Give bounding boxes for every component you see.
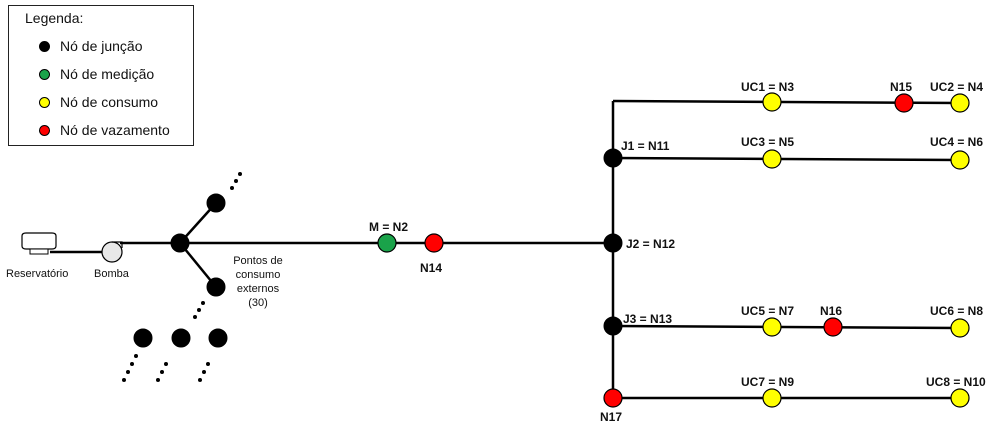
legend-item-consumption: Nó de consumo [39, 92, 158, 112]
external-points-line-3: externos [237, 283, 280, 295]
junction-node-j3 [603, 316, 623, 336]
external-points-line-4: (30) [248, 297, 268, 309]
consumption-node-n7 [762, 317, 782, 337]
consumption-node-n8 [950, 318, 970, 338]
legend: Legenda: Nó de junção Nó de medição Nó d… [8, 5, 194, 146]
external-points-line-1: Pontos de [233, 255, 283, 267]
measurement-node-n2 [377, 233, 397, 253]
label-uc1: UC1 = N3 [741, 80, 794, 94]
external-points-line-2: consumo [236, 269, 281, 281]
label-uc8: UC8 = N10 [926, 375, 986, 389]
legend-title: Legenda: [25, 10, 84, 26]
label-n17: N17 [600, 410, 622, 424]
junction-node-j1 [603, 148, 623, 168]
legend-label-leak: Nó de vazamento [60, 122, 170, 138]
consumption-node-n10 [950, 388, 970, 408]
junction-node-upper [206, 193, 226, 213]
legend-item-leak: Nó de vazamento [39, 120, 170, 140]
measurement-dot-icon [39, 68, 50, 80]
junction-node-j2 [603, 233, 623, 253]
consumption-nodes [762, 92, 970, 408]
label-uc6: UC6 = N8 [930, 304, 983, 318]
leak-node-n16 [823, 317, 843, 337]
junction-node-extra-2 [171, 328, 191, 348]
label-m-n2: M = N2 [369, 220, 408, 234]
label-j2: J2 = N12 [626, 237, 675, 251]
consumption-dot-icon [39, 96, 50, 108]
junction-nodes [133, 148, 623, 348]
leak-dot-icon [39, 124, 50, 136]
reservoir-icon [21, 232, 57, 255]
label-n16: N16 [820, 304, 842, 318]
junction-node-extra-3 [208, 328, 228, 348]
consumption-node-n5 [762, 149, 782, 169]
leak-node-n17 [603, 388, 623, 408]
consumption-node-n3 [762, 92, 782, 112]
continuation-dots [122, 172, 242, 382]
label-uc2: UC2 = N4 [930, 80, 983, 94]
label-uc5: UC5 = N7 [741, 304, 794, 318]
junction-node-extra-1 [133, 328, 153, 348]
label-uc3: UC3 = N5 [741, 135, 794, 149]
legend-label-junction: Nó de junção [60, 38, 143, 54]
legend-item-junction: Nó de junção [39, 36, 143, 56]
pipe-row3 [612, 324, 961, 330]
consumption-node-n6 [950, 150, 970, 170]
label-j3: J3 = N13 [623, 312, 672, 326]
consumption-node-n9 [762, 388, 782, 408]
legend-label-consumption: Nó de consumo [60, 94, 159, 110]
label-uc7: UC7 = N9 [741, 375, 794, 389]
legend-item-measurement: Nó de medição [39, 64, 154, 84]
legend-label-measurement: Nó de medição [60, 66, 155, 82]
label-n15: N15 [890, 80, 912, 94]
junction-node-main [170, 233, 190, 253]
leak-nodes [424, 93, 914, 408]
junction-node-lower [206, 277, 226, 297]
reservoir-label: Reservatório [6, 268, 68, 280]
pump-label: Bomba [94, 268, 130, 280]
pipe-row2 [612, 156, 961, 162]
label-uc4: UC4 = N6 [930, 135, 983, 149]
junction-dot-icon [39, 40, 50, 52]
label-n14: N14 [420, 261, 442, 275]
pump-icon [101, 241, 123, 263]
external-points-label: Pontos de consumo externos (30) [233, 255, 283, 309]
consumption-node-n4 [950, 93, 970, 113]
leak-node-n15 [894, 93, 914, 113]
label-j1: J1 = N11 [621, 139, 670, 153]
leak-node-n14 [424, 233, 444, 253]
